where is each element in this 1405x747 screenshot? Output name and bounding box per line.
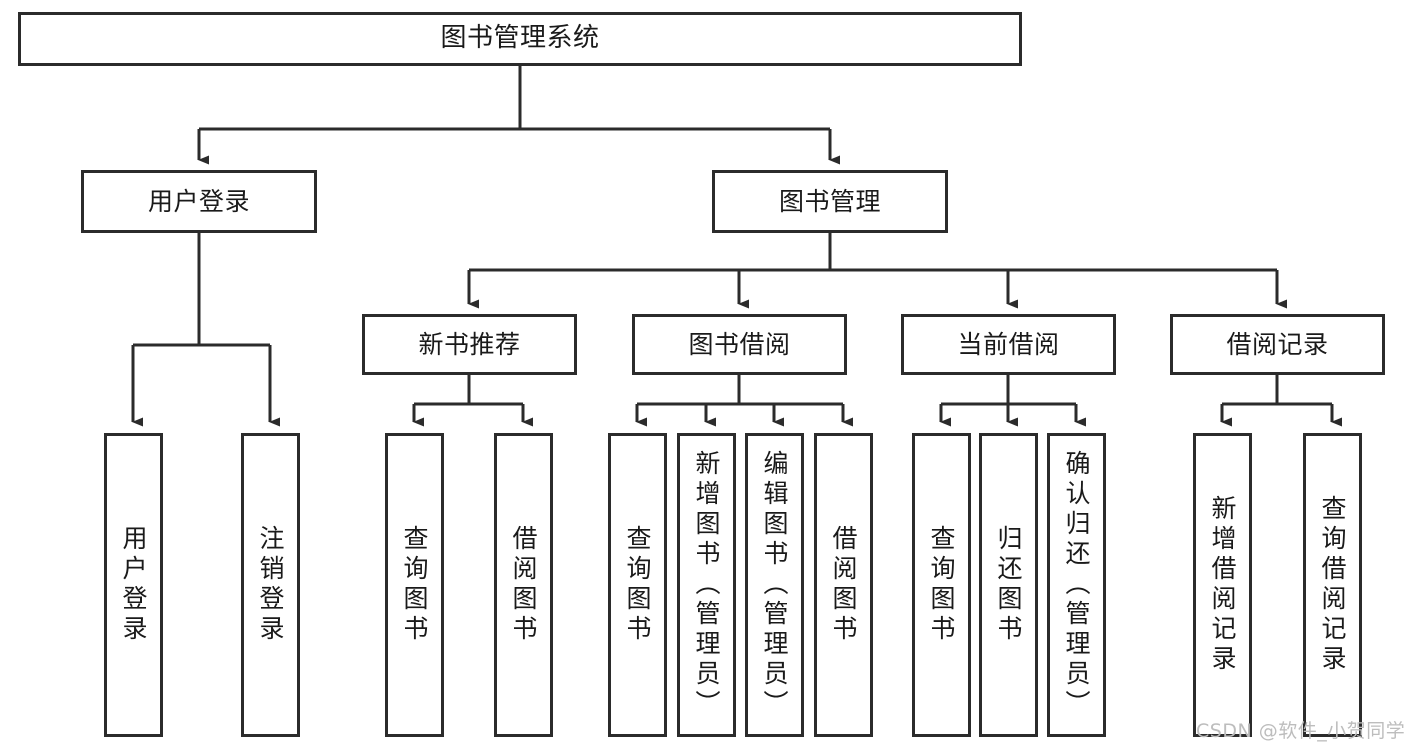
node-new-book-recommend-label: 新书推荐 [418, 329, 521, 359]
node-leaf-borrow-record-0[interactable]: 新增借阅记录 [1193, 433, 1252, 737]
node-leaf-new-book-1-label: 借阅图书 [509, 525, 538, 645]
node-leaf-new-book-0[interactable]: 查询图书 [385, 433, 444, 737]
node-borrow-record[interactable]: 借阅记录 [1170, 314, 1385, 375]
node-book-management[interactable]: 图书管理 [712, 170, 948, 233]
node-book-borrow[interactable]: 图书借阅 [632, 314, 847, 375]
node-leaf-current-borrow-0[interactable]: 查询图书 [912, 433, 971, 737]
node-leaf-user-login-0[interactable]: 用户登录 [104, 433, 163, 737]
node-new-book-recommend[interactable]: 新书推荐 [362, 314, 577, 375]
node-leaf-borrow-record-0-label: 新增借阅记录 [1208, 495, 1237, 675]
csdn-watermark-text: CSDN @软件_小贺同学 [1196, 720, 1405, 742]
node-leaf-current-borrow-1-label: 归还图书 [994, 525, 1023, 645]
node-book-borrow-label: 图书借阅 [688, 329, 791, 359]
node-user-login[interactable]: 用户登录 [81, 170, 317, 233]
node-root-system-label: 图书管理系统 [440, 23, 600, 54]
node-leaf-user-login-1-label: 注销登录 [256, 525, 285, 645]
node-root-system[interactable]: 图书管理系统 [18, 12, 1022, 66]
node-user-login-label: 用户登录 [147, 186, 250, 216]
node-leaf-new-book-1[interactable]: 借阅图书 [494, 433, 553, 737]
node-leaf-book-borrow-2[interactable]: 编辑图书（管理员） [745, 433, 804, 737]
node-leaf-book-borrow-3-label: 借阅图书 [829, 525, 858, 645]
node-leaf-book-borrow-0[interactable]: 查询图书 [608, 433, 667, 737]
node-leaf-book-borrow-0-label: 查询图书 [623, 525, 652, 645]
node-leaf-user-login-0-label: 用户登录 [119, 525, 148, 645]
node-leaf-current-borrow-2[interactable]: 确认归还（管理员） [1047, 433, 1106, 737]
node-borrow-record-label: 借阅记录 [1226, 329, 1329, 359]
node-leaf-book-borrow-3[interactable]: 借阅图书 [814, 433, 873, 737]
node-leaf-book-borrow-1-label: 新增图书（管理员） [692, 450, 721, 720]
node-book-management-label: 图书管理 [778, 186, 881, 216]
node-current-borrow[interactable]: 当前借阅 [901, 314, 1116, 375]
node-leaf-new-book-0-label: 查询图书 [400, 525, 429, 645]
node-leaf-current-borrow-0-label: 查询图书 [927, 525, 956, 645]
node-leaf-book-borrow-1[interactable]: 新增图书（管理员） [677, 433, 736, 737]
node-leaf-current-borrow-2-label: 确认归还（管理员） [1062, 450, 1091, 720]
node-leaf-current-borrow-1[interactable]: 归还图书 [979, 433, 1038, 737]
node-leaf-book-borrow-2-label: 编辑图书（管理员） [760, 450, 789, 720]
node-leaf-borrow-record-1[interactable]: 查询借阅记录 [1303, 433, 1362, 737]
node-current-borrow-label: 当前借阅 [957, 329, 1060, 359]
node-leaf-borrow-record-1-label: 查询借阅记录 [1318, 495, 1347, 675]
csdn-watermark: CSDN @软件_小贺同学 [1196, 716, 1405, 743]
node-leaf-user-login-1[interactable]: 注销登录 [241, 433, 300, 737]
